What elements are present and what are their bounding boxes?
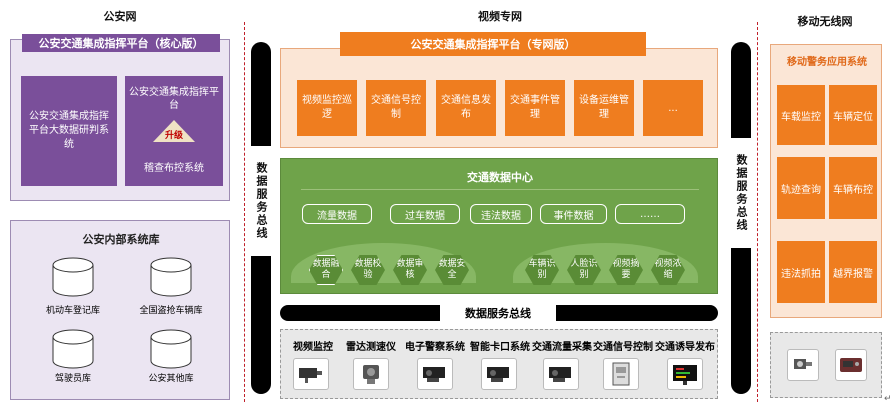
data-bus-right-label: 数据服务总线 [728, 140, 754, 246]
private-platform-title: 公安交通集成指挥平台（专网版） [340, 32, 646, 56]
database-icon [149, 329, 193, 369]
database-icon [149, 257, 193, 297]
mobile-app-boundary-alarm: 越界报警 [829, 241, 877, 303]
control-system-label: 稽查布控系统 [127, 159, 221, 174]
mobile-device-panel [770, 332, 882, 398]
app-more: ... [643, 80, 703, 136]
sub-platform-label: 公安交通集成指挥平台 [129, 86, 219, 112]
mobile-app-vehicle-locate: 车辆定位 [829, 85, 877, 145]
mobile-police-panel: 移动警务应用系统 车载监控 车辆定位 轨迹查询 车辆布控 违法抓拍 越界报警 [770, 44, 882, 318]
header-left: 公安网 [0, 8, 240, 24]
header-right: 移动无线网 [770, 13, 880, 29]
radar-icon [353, 358, 389, 390]
db-label-other: 公安其他库 [131, 371, 211, 384]
flow-camera-icon [543, 358, 579, 390]
db-label-stolen: 全国盗抢车辆库 [131, 303, 211, 316]
data-item-pass: 过车数据 [390, 204, 460, 224]
mobile-camera-icon [787, 349, 819, 381]
core-platform-title: 公安交通集成指挥平台（核心版） [22, 34, 220, 52]
app-event-management: 交通事件管理 [505, 80, 565, 136]
guidance-screen-icon [667, 358, 703, 390]
database-icon [51, 329, 95, 369]
traffic-data-center: 交通数据中心 流量数据 过车数据 违法数据 事件数据 …… 数据融合 数据校验 … [280, 158, 718, 294]
mobile-app-track-query: 轨迹查询 [777, 157, 825, 219]
device-flow-label: 交通流量采集 [531, 338, 593, 353]
device-signal-label: 交通信号控制 [592, 338, 654, 353]
signal-controller-icon [603, 358, 639, 390]
data-item-more: …… [615, 204, 685, 224]
device-epolice-label: 电子警察系统 [403, 338, 467, 353]
device-video-label: 视频监控 [283, 338, 343, 353]
camera-icon [293, 358, 329, 390]
device-radar-label: 雷达测速仪 [341, 338, 401, 353]
db-label-driver: 驾驶员库 [33, 371, 113, 384]
data-bus-left-label: 数据服务总线 [248, 148, 274, 254]
checkpoint-camera-icon [481, 358, 517, 390]
data-item-violation: 违法数据 [470, 204, 532, 224]
device-guidance-label: 交通诱导发布 [653, 338, 717, 353]
upgrade-label: 升级 [153, 128, 195, 141]
return-mark-icon: ↵ [884, 394, 892, 404]
bigdata-analysis-system: 公安交通集成指挥平台大数据研判系统 [21, 76, 117, 186]
data-item-flow: 流量数据 [302, 204, 372, 224]
control-system-box: 公安交通集成指挥平台 升级 稽查布控系统 [125, 76, 223, 186]
mobile-terminal-icon [835, 349, 867, 381]
db-label-vehicle: 机动车登记库 [33, 303, 113, 316]
internal-db-panel: 公安内部系统库 机动车登记库 全国盗抢车辆库 驾驶员库 公安其他库 [10, 220, 230, 400]
app-video-patrol: 视频监控巡逻 [297, 80, 357, 136]
core-platform-panel: 公安交通集成指挥平台（核心版） 公安交通集成指挥平台大数据研判系统 公安交通集成… [10, 39, 230, 201]
mobile-app-vehicle-control: 车辆布控 [829, 157, 877, 219]
data-item-event: 事件数据 [540, 204, 607, 224]
internal-db-title: 公安内部系统库 [11, 231, 231, 247]
app-signal-control: 交通信号控制 [366, 80, 426, 136]
app-info-release: 交通信息发布 [436, 80, 496, 136]
mobile-app-vehicle-monitor: 车载监控 [777, 85, 825, 145]
database-icon [51, 257, 95, 297]
mobile-app-violation-capture: 违法抓拍 [777, 241, 825, 303]
mobile-police-title: 移动警务应用系统 [771, 53, 883, 68]
divider-left [244, 22, 245, 402]
divider-right [757, 22, 758, 402]
device-panel: 视频监控 雷达测速仪 电子警察系统 智能卡口系统 交通流量采集 交通信号控制 交… [280, 329, 718, 399]
header-middle: 视频专网 [400, 8, 600, 24]
app-device-ops: 设备运维管理 [574, 80, 634, 136]
data-bus-horizontal-label: 数据服务总线 [440, 304, 556, 322]
data-center-title: 交通数据中心 [281, 169, 719, 185]
epolice-camera-icon [417, 358, 453, 390]
device-checkpoint-label: 智能卡口系统 [468, 338, 532, 353]
